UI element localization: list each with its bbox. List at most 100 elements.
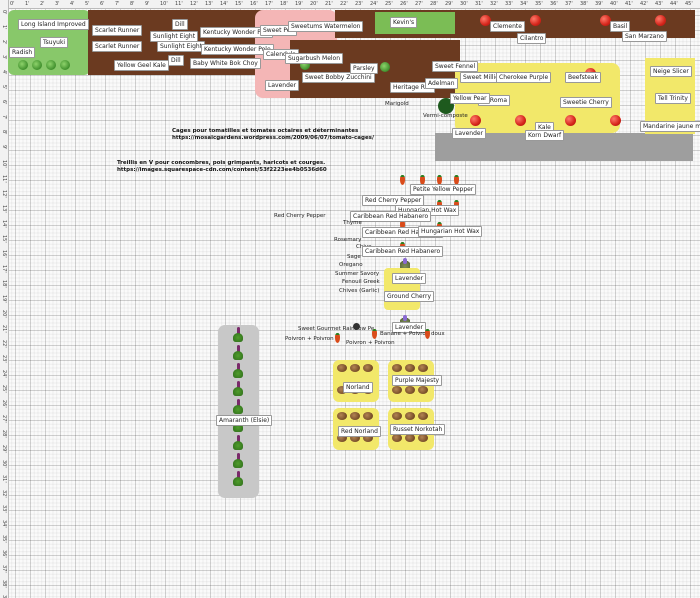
label-neige-slicer[interactable]: Neige Slicer (650, 66, 692, 77)
label-amaranth[interactable]: Amaranth (Elsie) (216, 415, 273, 426)
label-summer-savory[interactable]: Summer Savory (335, 271, 380, 277)
label-red-cherry-left[interactable]: Red Cherry Pepper (274, 213, 326, 219)
label-poivron-2[interactable]: Poivron + Poivron (346, 340, 395, 346)
ruler-tick-label: 8' (130, 1, 135, 7)
label-petite-yellow[interactable]: Petite Yellow Pepper (410, 184, 477, 195)
tomato-plant (470, 115, 481, 126)
label-basil[interactable]: Basil (610, 21, 631, 32)
ruler-tick-label: 3' (55, 1, 60, 7)
potato-plant (418, 434, 428, 442)
amaranth-plant (232, 381, 244, 397)
label-sunlight-2[interactable]: Sunlight Eight (157, 41, 206, 52)
ruler-tick-label: 12' (1, 190, 7, 198)
ruler-tick-label: 21' (1, 325, 7, 333)
ruler-tick-label: 8' (1, 130, 7, 135)
ruler-tick-label: 6' (1, 100, 7, 105)
label-beefsteak[interactable]: Beefsteak (565, 72, 601, 83)
label-sweet-bobby[interactable]: Sweet Bobby Zucchini (302, 72, 375, 83)
label-dill-2[interactable]: Dill (168, 55, 184, 66)
label-sweetums[interactable]: Sweetums Watermelon (288, 21, 364, 32)
label-norland[interactable]: Norland (343, 382, 373, 393)
label-adelman[interactable]: Adelman (425, 78, 458, 89)
potato-plant (405, 434, 415, 442)
ruler-tick-label: 22' (1, 340, 7, 348)
label-caribbean-3[interactable]: Caribbean Red Habanero (362, 246, 444, 257)
label-baby-white[interactable]: Baby White Bok Choy (190, 58, 261, 69)
label-cherokee[interactable]: Cherokee Purple (496, 72, 552, 83)
label-lavender-mid[interactable]: Lavender (392, 273, 427, 284)
label-ground-cherry[interactable]: Ground Cherry (384, 291, 435, 302)
label-sweet-gourmet[interactable]: Sweet Gourmet Rainbow Pe (298, 326, 375, 332)
label-scarlet-2[interactable]: Scarlet Runner (92, 41, 143, 52)
ruler-tick-label: 43' (655, 1, 663, 7)
potato-plant (418, 412, 428, 420)
ruler-tick-label: 1' (25, 1, 30, 7)
label-yellow-kale[interactable]: Yellow Geel Kale (114, 60, 169, 71)
ruler-tick-label: 45' (685, 1, 693, 7)
label-yellow-pear[interactable]: Yellow Pear (450, 93, 490, 104)
squash-plant (380, 62, 390, 72)
potato-plant (405, 386, 415, 394)
tomato-plant (480, 15, 491, 26)
label-cilantro[interactable]: Cilantro (517, 33, 547, 44)
label-clemente[interactable]: Clemente (490, 21, 525, 32)
label-lavender-2[interactable]: Lavender (452, 128, 487, 139)
label-radish[interactable]: Radish (9, 47, 36, 58)
label-parsley[interactable]: Parsley (350, 63, 378, 74)
label-banana-peppers[interactable]: Banane + Poivron doux (380, 331, 445, 337)
label-red-cherry[interactable]: Red Cherry Pepper (362, 195, 425, 206)
label-tell-trinity[interactable]: Tell Trinity (655, 93, 691, 104)
label-kevins[interactable]: Kevin's (390, 17, 418, 28)
label-dill[interactable]: Dill (172, 19, 188, 30)
label-oregano[interactable]: Oregano (339, 262, 363, 268)
label-lavender-low[interactable]: Lavender (392, 322, 427, 333)
note-trellis-url[interactable]: https://images.squarespace-cdn.com/conte… (117, 167, 327, 173)
label-korn-dwarf[interactable]: Korn Dwarf (525, 130, 565, 141)
label-russet-norkotah[interactable]: Russet Norkotah (390, 424, 446, 435)
ruler-tick-label: 37' (565, 1, 573, 7)
ruler-tick-label: 41' (625, 1, 633, 7)
label-red-norland[interactable]: Red Norland (338, 426, 381, 437)
label-lavender-top[interactable]: Lavender (265, 80, 300, 91)
label-thyme[interactable]: Thyme (343, 220, 362, 226)
label-sugarbush[interactable]: Sugarbush Melon (285, 53, 344, 64)
ruler-tick-label: 6' (100, 1, 105, 7)
note-cages-url[interactable]: https://mosaicgardens.wordpress.com/2009… (172, 135, 374, 141)
potato-plant (350, 434, 360, 442)
label-rosemary[interactable]: Rosemary (334, 237, 362, 243)
tomato-plant (565, 115, 576, 126)
ruler-tick-label: 15' (235, 1, 243, 7)
label-tsuyuki[interactable]: Tsuyuki (40, 37, 69, 48)
ruler-tick-label: 22' (340, 1, 348, 7)
pepper-plant (437, 175, 442, 185)
ruler-tick-label: 3' (1, 55, 7, 60)
label-sage[interactable]: Sage (347, 254, 361, 260)
label-scarlet-1[interactable]: Scarlet Runner (92, 25, 143, 36)
ruler-tick-label: 30' (460, 1, 468, 7)
label-vermicompost[interactable]: Vermi-composte (423, 113, 468, 119)
ruler-tick-label: 44' (670, 1, 678, 7)
ruler-tick-label: 17' (265, 1, 273, 7)
label-mandarine[interactable]: Mandarine jaune mignon (640, 121, 700, 132)
ruler-tick-label: 14' (1, 220, 7, 228)
label-marigold[interactable]: Marigold (385, 101, 409, 107)
label-hungarian-2[interactable]: Hungarian Hot Wax (418, 226, 483, 237)
label-sweet-fennel[interactable]: Sweet Fennel (432, 61, 479, 72)
ruler-tick-label: 35' (535, 1, 543, 7)
tomato-plant (610, 115, 621, 126)
label-purple-majesty[interactable]: Purple Majesty (392, 375, 443, 386)
label-french-greek[interactable]: Fenouil Greek (342, 279, 380, 285)
ruler-tick-label: 33' (505, 1, 513, 7)
label-sweetie-cherry[interactable]: Sweetie Cherry (560, 97, 612, 108)
label-chives-garlic[interactable]: Chives (Garlic) (339, 288, 380, 294)
label-long-island[interactable]: Long Island Improved (18, 19, 89, 30)
potato-plant (337, 386, 347, 394)
label-caribbean-1[interactable]: Caribbean Red Habanero (350, 211, 432, 222)
ruler-tick-label: 25' (1, 385, 7, 393)
ruler-tick-label: 36' (550, 1, 558, 7)
ruler-tick-label: 2' (1, 40, 7, 45)
lettuce-plant (32, 60, 42, 70)
label-san-marzano[interactable]: San Marzano (622, 31, 667, 42)
label-poivron-1[interactable]: Poivron + Poivron (285, 336, 334, 342)
